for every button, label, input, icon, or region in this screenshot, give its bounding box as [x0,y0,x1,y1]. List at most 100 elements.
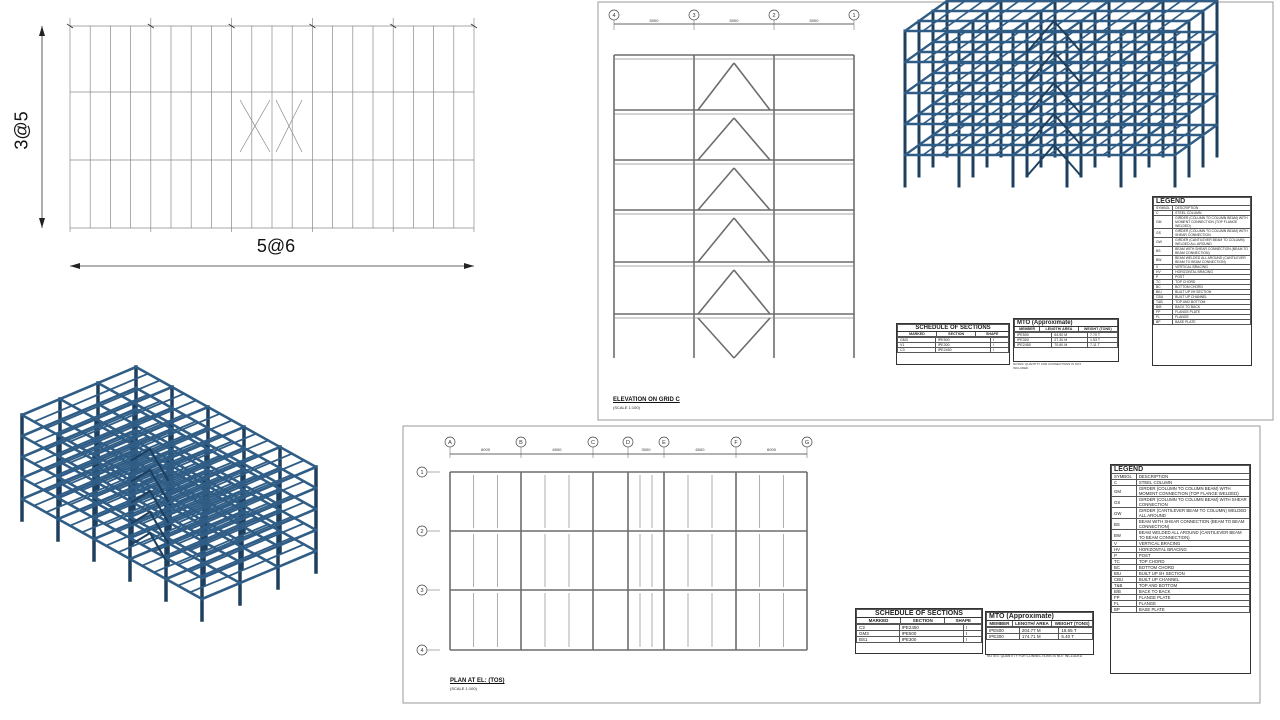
model-beam [164,445,282,497]
model-beam [1173,123,1219,157]
model-beam [200,486,318,538]
legend-symbol: BW [1111,529,1137,541]
model-beam [56,406,174,458]
bracing-line [275,99,303,153]
model-secondary-beam [939,0,985,33]
model-beam [20,428,138,480]
model-beam [96,465,280,569]
model-beam [96,444,280,548]
model-secondary-beam [116,461,234,512]
model-secondary-beam [1029,123,1075,157]
model-beam [957,92,1003,126]
model-secondary-beam [993,61,1039,95]
model-secondary-beam [176,452,294,503]
model-secondary-beam [1155,123,1201,157]
grid-bubble [688,9,700,21]
column-grid-bubble-label: G [805,440,809,446]
legend-description: GIRDER (COLUMN TO COLUMN BEAM) WITH SHEA… [1172,228,1251,238]
horizontal-dimension-label: 5@6 [256,236,296,256]
model-secondary-beam [1083,61,1129,95]
model-beam [1065,92,1111,126]
model-beam [92,447,210,499]
legend-symbol: BS [1111,518,1137,530]
grid-bubble-label: 3 [692,13,695,19]
model-beam [134,365,318,469]
model-secondary-beam [188,522,306,573]
mto-header: MEMBER [986,620,1013,627]
legend-symbol: GW [1152,237,1174,247]
model-secondary-beam [1155,0,1201,33]
row-grid-bubble [416,584,428,596]
row-grid-bubble-label: 3 [420,588,423,594]
legend-description: GIRDER (COLUMN TO COLUMN BEAM) WITH MOME… [1135,485,1251,497]
plan-mto-note: NOTES: QUANTITY FOR CONNECTIONS IS NOT I… [987,654,1083,658]
model-secondary-beam [188,459,306,510]
schedule-header: SHAPE [975,331,1009,337]
model-secondary-beam [32,393,150,444]
legend-title: LEGEND [1111,465,1250,474]
model-beam [903,0,949,33]
column-grid-bubble [587,436,599,448]
mto-row-cell: 7.11 T [1086,342,1119,348]
mto-header: WEIGHT (TONS) [1051,620,1093,627]
mto-header: LENGTH/ AREA [1039,326,1079,332]
model-beam [200,528,318,580]
bracing-line [275,99,303,153]
model-secondary-beam [1137,0,1183,33]
model-beam [1011,0,1057,33]
mto-row-cell: 5.40 T [1058,633,1093,640]
schedule-header: MARKED [856,617,901,624]
model-secondary-beam [140,516,258,567]
model-brace [148,510,170,545]
model-secondary-beam [104,412,222,463]
legend-description: GIRDER (CANTILEVER BEAM TO COLUMN) WELDE… [1135,507,1251,519]
legend-description: GIRDER (COLUMN TO COLUMN BEAM) WITH MOME… [1172,215,1251,229]
model-beam [1119,30,1165,64]
mto-row-cell: 70.80 M [1051,342,1088,348]
model-beam [903,123,949,157]
legend-description: BASE PLATE [1135,606,1251,613]
model-secondary-beam [1083,0,1129,33]
column-grid-bubble-label: D [626,440,630,446]
chevron-brace [733,317,771,359]
model-beam [1065,30,1111,64]
model-secondary-beam [176,473,294,524]
model-brace [130,447,152,462]
chevron-brace [697,167,735,211]
model-beam [20,497,204,601]
model-secondary-beam [1047,123,1093,157]
model-secondary-beam [80,399,198,450]
model-brace [148,468,170,503]
column-grid-bubble [801,436,813,448]
model-beam [58,397,242,501]
model-secondary-beam [32,372,150,423]
model-secondary-beam [104,433,222,484]
mto-row-cell: 174.71 M [1018,633,1060,640]
model-brace [1025,112,1056,147]
model-beam [128,446,246,498]
model-brace [130,489,152,504]
column-grid-bubble [515,436,527,448]
model-secondary-beam [1101,92,1147,126]
model-beam [1173,30,1219,64]
plan-sketch-grid [66,18,478,232]
model-beam [957,123,1003,157]
model-beam [1119,61,1165,95]
model-secondary-beam [1101,30,1147,64]
chevron-brace [697,269,735,315]
schedule-header: SECTION [935,331,977,337]
legend-description: BEAM WITH SHEAR CONNECTION (BEAM TO BEAM… [1135,518,1251,530]
mto-title: MTO (Approximate) [1014,319,1118,327]
model-brace [130,468,152,483]
legend-symbol: BS [1152,246,1174,256]
model-brace [130,531,152,546]
mto-row-cell: IPE300 [986,633,1020,640]
